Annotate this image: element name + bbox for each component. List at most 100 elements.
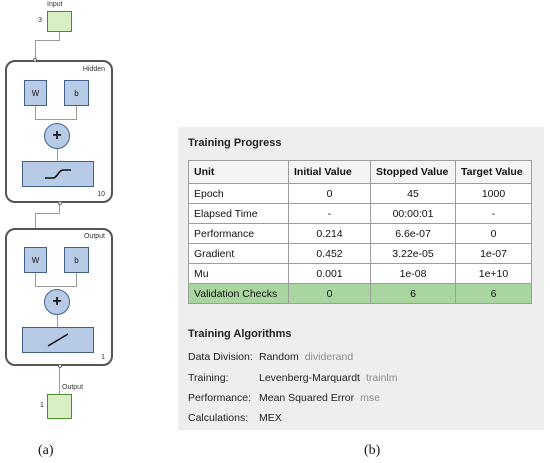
table-row: Gradient 0.452 3.22e-05 1e-07 xyxy=(188,243,532,264)
row-initial-value: 0.214 xyxy=(288,223,371,244)
algorithm-value: MEX xyxy=(259,412,282,424)
hidden-weight-box: W xyxy=(24,80,47,106)
table-row: Performance 0.214 6.6e-07 0 xyxy=(188,223,532,244)
connector xyxy=(35,119,77,120)
row-target-value: 1e+10 xyxy=(455,263,532,284)
connector xyxy=(76,106,77,120)
row-initial-value: - xyxy=(288,203,371,224)
column-header: Target Value xyxy=(455,160,532,184)
row-initial-value: 0.001 xyxy=(288,263,371,284)
row-target-value: 6 xyxy=(455,283,532,304)
output-bias-box: b xyxy=(64,247,89,273)
hidden-output-port xyxy=(58,201,62,205)
row-target-value: 0 xyxy=(455,223,532,244)
row-stopped-value: 3.22e-05 xyxy=(370,243,456,264)
row-unit: Epoch xyxy=(188,183,289,204)
input-label: Input xyxy=(47,1,63,8)
hidden-bias-box: b xyxy=(64,80,89,106)
row-initial-value: 0.452 xyxy=(288,243,371,264)
hidden-input-port xyxy=(33,58,37,62)
output-node xyxy=(47,394,72,419)
hidden-w-label: W xyxy=(31,88,40,98)
algorithm-row-performance: Performance: Mean Squared Error mse xyxy=(188,392,380,404)
connector xyxy=(59,205,60,213)
connector xyxy=(35,286,77,287)
algorithm-row-training: Training: Levenberg-Marquardt trainlm xyxy=(188,372,398,384)
table-header-row: Unit Initial Value Stopped Value Target … xyxy=(188,160,532,184)
connector xyxy=(59,32,60,40)
hidden-sum-node: + xyxy=(44,123,70,149)
row-stopped-value: 00:00:01 xyxy=(370,203,456,224)
hidden-layer-size: 10 xyxy=(97,191,105,198)
algorithm-function: trainlm xyxy=(365,372,398,384)
column-header: Unit xyxy=(188,160,289,184)
row-stopped-value: 45 xyxy=(370,183,456,204)
output-layer-size: 1 xyxy=(101,354,105,361)
connector xyxy=(35,106,36,120)
row-initial-value: 0 xyxy=(288,183,371,204)
algorithm-key: Calculations: xyxy=(188,412,249,424)
caption-b: (b) xyxy=(364,443,381,458)
table-row-validation-checks: Validation Checks 0 6 6 xyxy=(188,283,532,304)
row-target-value: 1e-07 xyxy=(455,243,532,264)
column-header: Initial Value xyxy=(288,160,371,184)
connector xyxy=(57,315,58,327)
row-unit: Mu xyxy=(188,263,289,284)
output-weight-box: W xyxy=(24,247,47,273)
training-panel: Training Progress Unit Initial Value Sto… xyxy=(178,127,544,430)
connector xyxy=(35,40,60,41)
connector xyxy=(35,213,60,214)
table-row: Mu 0.001 1e-08 1e+10 xyxy=(188,263,532,284)
algorithm-key: Training: xyxy=(188,372,229,384)
training-progress-title: Training Progress xyxy=(188,137,282,149)
algorithm-key: Data Division: xyxy=(188,351,253,363)
algorithm-key: Performance: xyxy=(188,392,252,404)
hidden-layer-title: Hidden xyxy=(82,66,105,73)
table-row: Epoch 0 45 1000 xyxy=(188,183,532,204)
row-unit: Gradient xyxy=(188,243,289,264)
caption-a: (a) xyxy=(38,443,54,458)
input-size: 3 xyxy=(38,17,42,24)
row-target-value: - xyxy=(455,203,532,224)
connector xyxy=(57,149,58,161)
row-stopped-value: 6 xyxy=(370,283,456,304)
output-sum-symbol: + xyxy=(52,293,62,310)
algorithm-function: dividerand xyxy=(304,351,354,363)
row-target-value: 1000 xyxy=(455,183,532,204)
algorithm-function: mse xyxy=(360,392,380,404)
output-label: Output xyxy=(62,384,84,391)
output-size: 1 xyxy=(40,402,44,409)
output-transfer-box xyxy=(22,327,94,353)
algorithm-value: Mean Squared Error xyxy=(259,392,355,404)
connector xyxy=(59,368,60,394)
hidden-sum-symbol: + xyxy=(52,127,62,144)
input-node xyxy=(47,11,72,32)
output-b-label: b xyxy=(74,255,79,265)
network-diagram: Input 3 Hidden W b + 10 Output W b + xyxy=(0,0,125,430)
hidden-layer: Hidden W b + 10 xyxy=(5,60,113,203)
row-initial-value: 0 xyxy=(288,283,371,304)
column-header: Stopped Value xyxy=(370,160,456,184)
sigmoid-transfer-icon xyxy=(45,169,71,179)
row-unit: Validation Checks xyxy=(188,283,289,304)
hidden-b-label: b xyxy=(74,88,79,98)
algorithm-row-data-division: Data Division: Random dividerand xyxy=(188,351,353,363)
training-algorithms-title: Training Algorithms xyxy=(188,328,292,340)
training-progress-table: Unit Initial Value Stopped Value Target … xyxy=(188,160,532,304)
row-stopped-value: 6.6e-07 xyxy=(370,223,456,244)
algorithm-value: Levenberg-Marquardt xyxy=(259,372,360,384)
output-w-label: W xyxy=(31,255,40,265)
connector xyxy=(35,213,36,228)
hidden-transfer-box xyxy=(22,161,94,187)
output-sum-node: + xyxy=(44,289,70,315)
connector xyxy=(76,273,77,287)
row-unit: Elapsed Time xyxy=(188,203,289,224)
row-stopped-value: 1e-08 xyxy=(370,263,456,284)
connector xyxy=(35,273,36,287)
algorithm-value: Random xyxy=(259,351,299,363)
linear-transfer-icon xyxy=(47,333,69,347)
table-row: Elapsed Time - 00:00:01 - xyxy=(188,203,532,224)
output-layer-title: Output xyxy=(83,233,105,240)
output-layer-port xyxy=(58,364,62,368)
row-unit: Performance xyxy=(188,223,289,244)
